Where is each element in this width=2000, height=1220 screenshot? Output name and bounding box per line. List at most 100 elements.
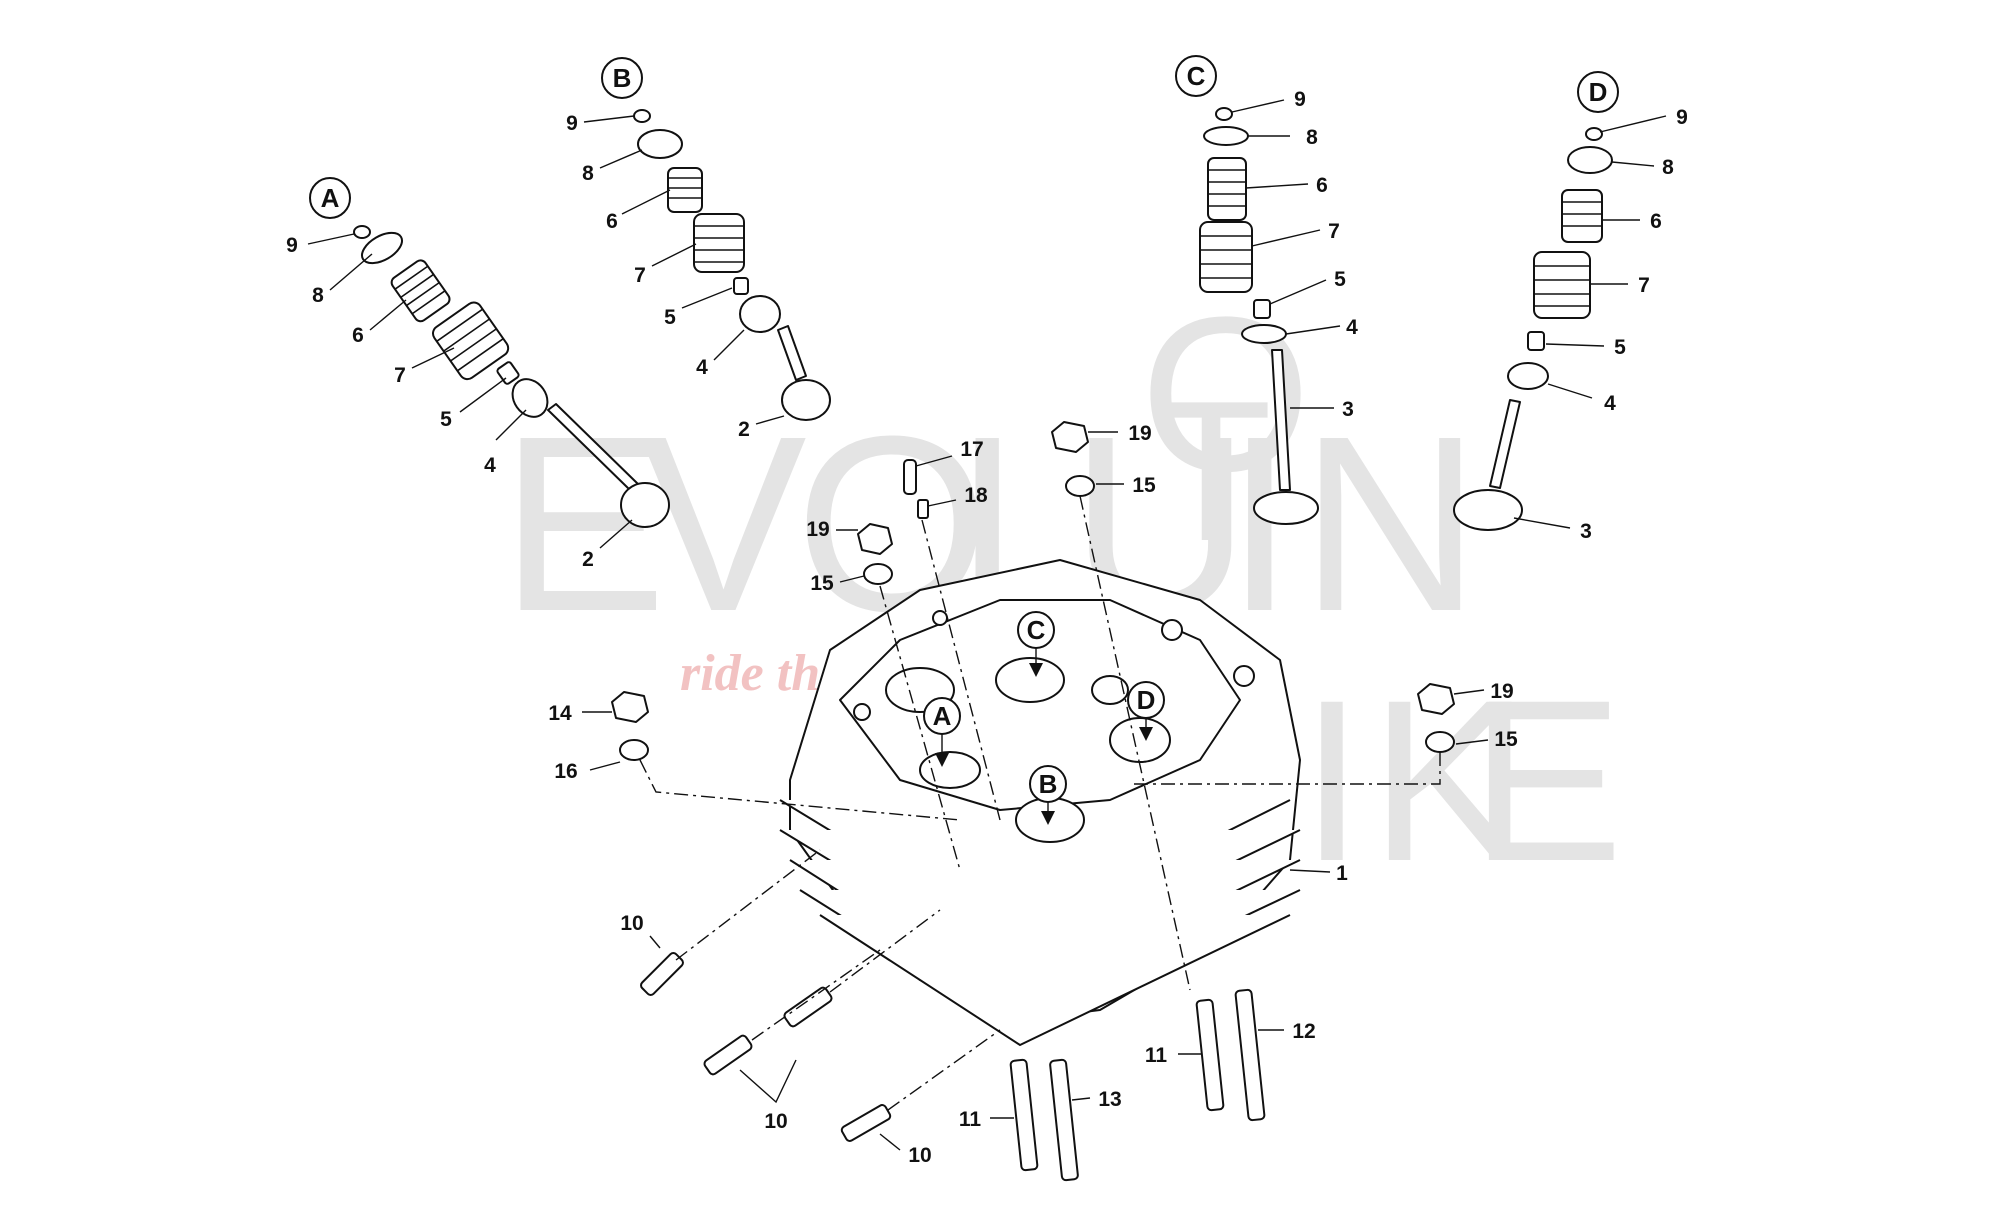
section-a-badge bbox=[309, 177, 351, 219]
callout-b-7: 7 bbox=[634, 264, 646, 287]
callout-b-2: 2 bbox=[738, 418, 750, 441]
valve-collet-b bbox=[633, 109, 651, 123]
svg-text:D: D bbox=[1137, 685, 1156, 715]
washer-16 bbox=[619, 739, 649, 761]
head-marker-a: A bbox=[923, 697, 961, 767]
callout-c-5: 5 bbox=[1334, 268, 1346, 291]
head-marker-b: B bbox=[1029, 765, 1067, 825]
callout-a-9: 9 bbox=[286, 234, 298, 257]
valve-assembly-b: B 9 8 6 7 5 4 2 bbox=[566, 57, 831, 441]
callout-c-3: 3 bbox=[1342, 398, 1354, 421]
spring-retainer-c bbox=[1203, 126, 1249, 146]
callout-c-8: 8 bbox=[1306, 126, 1318, 149]
callout-head-10-b: 10 bbox=[764, 1110, 787, 1133]
callout-head-16: 16 bbox=[554, 760, 577, 783]
callout-head-19-top: 19 bbox=[1128, 422, 1151, 445]
dowel-pin bbox=[903, 459, 917, 495]
callout-head-17: 17 bbox=[960, 438, 983, 461]
valve-assembly-a: A 9 8 6 7 5 bbox=[286, 177, 670, 571]
section-d-label: D bbox=[1589, 77, 1608, 107]
washer-right bbox=[1425, 731, 1455, 753]
valve-collet-c bbox=[1215, 107, 1233, 121]
callout-d-7: 7 bbox=[1638, 274, 1650, 297]
callout-a-5: 5 bbox=[440, 408, 452, 431]
callout-head-19-right: 19 bbox=[1490, 680, 1513, 703]
inner-spring-b bbox=[667, 167, 703, 213]
section-b-label: B bbox=[613, 63, 632, 93]
stem-seal-a bbox=[496, 361, 520, 385]
section-b-badge bbox=[601, 57, 643, 99]
callout-head-11-left: 11 bbox=[959, 1108, 982, 1131]
callout-a-4: 4 bbox=[484, 454, 496, 477]
inner-spring-c bbox=[1207, 157, 1247, 221]
callout-head-14: 14 bbox=[548, 702, 572, 725]
callout-b-6: 6 bbox=[606, 210, 618, 233]
spring-retainer-b bbox=[637, 129, 683, 159]
callout-head-18: 18 bbox=[964, 484, 988, 507]
head-marker-c: C bbox=[1017, 611, 1055, 677]
spring-retainer-d bbox=[1567, 146, 1613, 174]
flange-nut-top bbox=[1051, 421, 1089, 453]
watermark-letter: T bbox=[1150, 360, 1272, 583]
stem-seal-b bbox=[733, 277, 749, 295]
callout-head-11-right: 11 bbox=[1145, 1044, 1168, 1067]
stem-seal-d bbox=[1527, 331, 1545, 351]
callout-d-9: 9 bbox=[1676, 106, 1688, 129]
valve-port-c bbox=[995, 657, 1065, 703]
long-stud-12 bbox=[1234, 988, 1266, 1122]
head-fasteners: 17 18 19 15 19 15 19 15 14 bbox=[548, 421, 1518, 1182]
valve-a bbox=[547, 403, 670, 528]
spring-seat-d bbox=[1507, 362, 1549, 390]
callout-d-8: 8 bbox=[1662, 156, 1674, 179]
callout-a-6: 6 bbox=[352, 324, 364, 347]
valve-assembly-c: C 9 8 6 7 5 4 3 bbox=[1175, 55, 1358, 525]
head-marker-d: D bbox=[1127, 681, 1165, 741]
callout-b-8: 8 bbox=[582, 162, 594, 185]
callout-b-9: 9 bbox=[566, 112, 578, 135]
callout-c-9: 9 bbox=[1294, 88, 1306, 111]
callout-a-2: 2 bbox=[582, 548, 594, 571]
callout-head-13: 13 bbox=[1098, 1088, 1121, 1111]
callout-head-15-left: 15 bbox=[810, 572, 834, 595]
valve-port-b bbox=[1015, 797, 1085, 843]
valve-d bbox=[1453, 399, 1523, 531]
section-c-label: C bbox=[1187, 61, 1206, 91]
stud-10-lower bbox=[840, 1104, 892, 1142]
outer-spring-b bbox=[693, 213, 745, 273]
svg-text:C: C bbox=[1027, 615, 1046, 645]
valve-b bbox=[777, 325, 831, 421]
callout-head-19-left: 19 bbox=[806, 518, 829, 541]
callout-a-7: 7 bbox=[394, 364, 406, 387]
callout-b-4: 4 bbox=[696, 356, 708, 379]
valve-collet-a bbox=[353, 225, 371, 239]
stud-10-pair-a bbox=[703, 1034, 753, 1076]
watermark-letter: V bbox=[640, 384, 807, 663]
long-stud-11-left bbox=[1009, 1058, 1039, 1172]
inner-spring-d bbox=[1561, 189, 1603, 243]
spring-retainer-a bbox=[361, 231, 403, 265]
long-stud-13 bbox=[1049, 1058, 1079, 1182]
flange-nut-right bbox=[1417, 683, 1455, 715]
valve-assembly-d: D 9 8 6 7 5 4 3 bbox=[1453, 71, 1688, 543]
stud-10-pair-b bbox=[783, 986, 833, 1028]
callout-head-10-a: 10 bbox=[620, 912, 643, 935]
svg-text:B: B bbox=[1039, 769, 1058, 799]
watermark-letter: E bbox=[1470, 652, 1623, 909]
spring-seat-b bbox=[739, 295, 781, 333]
callout-head-12: 12 bbox=[1292, 1020, 1315, 1043]
section-a-label: A bbox=[321, 183, 340, 213]
callout-d-6: 6 bbox=[1650, 210, 1662, 233]
callout-head-1: 1 bbox=[1336, 862, 1348, 885]
washer-top bbox=[1065, 475, 1095, 497]
callout-head-15-top: 15 bbox=[1132, 474, 1156, 497]
callout-b-5: 5 bbox=[664, 306, 676, 329]
stem-seal-c bbox=[1253, 299, 1271, 319]
watermark-letter: I bbox=[1300, 652, 1364, 909]
small-stud bbox=[917, 499, 929, 519]
washer-left bbox=[863, 563, 893, 585]
callout-c-6: 6 bbox=[1316, 174, 1328, 197]
inner-spring-a bbox=[390, 259, 451, 323]
callout-c-7: 7 bbox=[1328, 220, 1340, 243]
valve-collet-d bbox=[1585, 127, 1603, 141]
callout-head-10-c: 10 bbox=[908, 1144, 931, 1167]
